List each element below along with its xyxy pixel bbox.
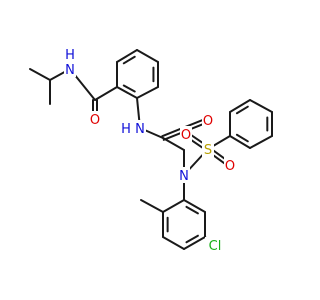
bond-line	[249, 135, 273, 149]
bond-line	[235, 105, 249, 115]
atom-sulfonamide-n-label: N	[179, 169, 189, 184]
atom-anilide-h-label: H	[121, 122, 131, 137]
molecule-structure: N H O N H O N S	[29, 47, 273, 254]
atom-sulfonyl-o2: O	[224, 157, 236, 174]
atom-anilide-n-label: N	[135, 122, 145, 137]
atom-sulfur-label: S	[204, 143, 212, 158]
atom-amide-o-label: O	[90, 113, 100, 128]
bond-line	[249, 99, 273, 113]
atom-anilide-n: N	[134, 120, 146, 137]
atom-amide-n-label: N	[65, 63, 75, 78]
atom-chlorine-label: Cl	[209, 239, 222, 254]
bond-line	[116, 86, 138, 99]
bond-line	[185, 234, 199, 244]
atom-sulfur: S	[202, 141, 214, 158]
atom-label-layer: N H O N H O N S	[64, 47, 236, 254]
bond-line	[183, 199, 206, 213]
bond-layer	[29, 49, 273, 250]
bond-line	[29, 68, 51, 81]
bond-line	[122, 84, 136, 93]
bond-line	[229, 135, 251, 149]
atom-amide-o: O	[89, 111, 101, 128]
atom-chlorine: Cl	[205, 237, 225, 254]
bond-line	[116, 49, 138, 63]
bond-line	[122, 55, 136, 65]
bond-line	[229, 99, 251, 113]
atom-amide-h: H	[65, 47, 76, 63]
bond-line	[162, 236, 185, 250]
bond-line	[235, 133, 249, 143]
atom-amide-n: N	[64, 61, 76, 78]
bond-line	[136, 49, 159, 63]
bond-line	[94, 86, 118, 101]
atom-acyl-o: O	[202, 112, 214, 129]
bond-line	[185, 205, 199, 215]
atom-amide-h-label: H	[65, 48, 75, 63]
atom-sulfonyl-o1-label: O	[181, 128, 191, 143]
bond-line	[162, 199, 185, 213]
atom-sulfonyl-o1: O	[180, 126, 192, 143]
bond-line	[162, 137, 185, 151]
atom-anilide-h: H	[121, 120, 132, 137]
atom-sulfonyl-o2-label: O	[225, 159, 235, 174]
atom-acyl-o-label: O	[203, 114, 213, 129]
bond-line	[140, 199, 164, 213]
bond-line	[136, 86, 159, 99]
atom-sulfonamide-n: N	[178, 167, 190, 184]
bond-line	[183, 236, 206, 250]
